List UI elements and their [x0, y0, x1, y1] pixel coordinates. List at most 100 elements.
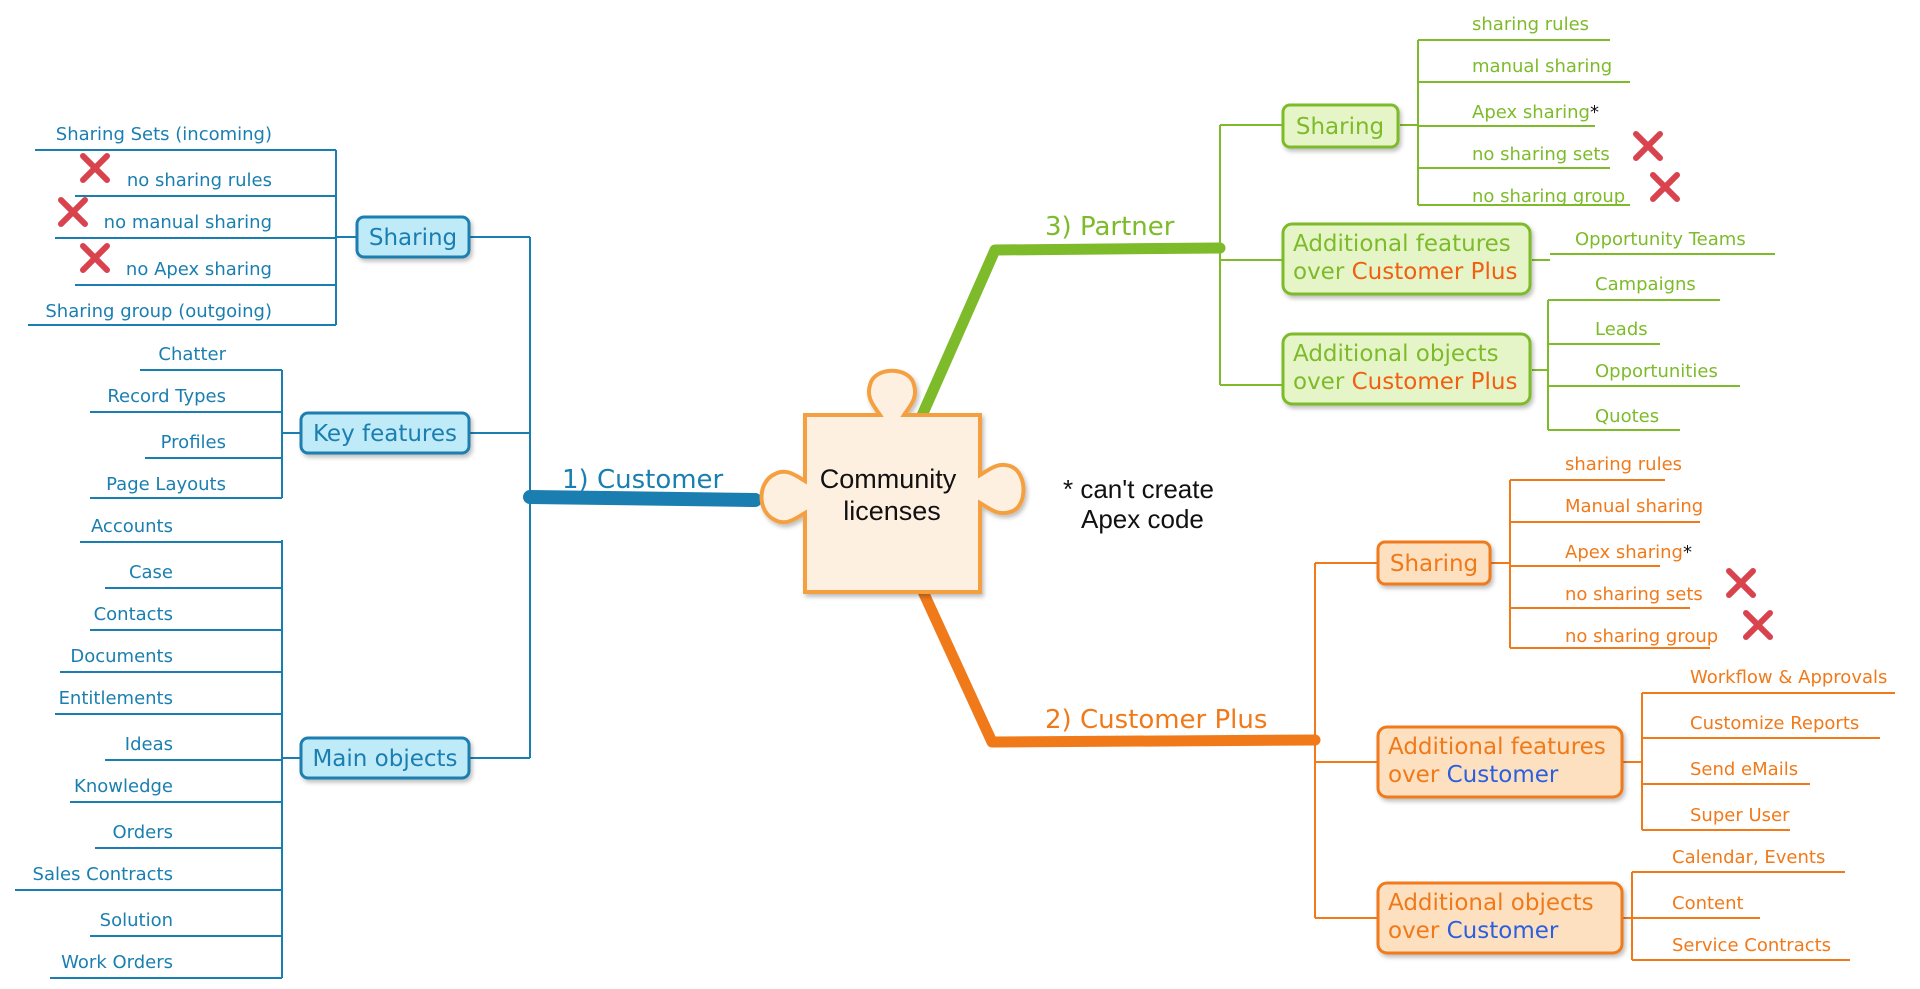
- leaf-item[interactable]: Apex sharing*: [1510, 542, 1692, 567]
- partner-features-leaves: Opportunity Teams: [1550, 229, 1775, 255]
- leaf-item[interactable]: Service Contracts: [1632, 935, 1850, 961]
- customer-key-features-topic[interactable]: Key features: [299, 411, 471, 455]
- leaf-item[interactable]: Record Types: [90, 386, 282, 413]
- leaf-item[interactable]: no sharing sets: [1418, 131, 1663, 169]
- partner-objects-topic[interactable]: Additional objects over Customer Plus: [1281, 332, 1532, 406]
- puzzle-piece-icon: [759, 368, 1026, 594]
- customer-sharing-topic[interactable]: Sharing: [355, 215, 471, 259]
- leaf-item-label: Chatter: [158, 344, 226, 365]
- partner-sharing-topic[interactable]: Sharing: [1281, 103, 1400, 149]
- leaf-item-label: no Apex sharing: [126, 259, 272, 280]
- leaf-item-label: Quotes: [1595, 406, 1659, 427]
- leaf-item[interactable]: Work Orders: [50, 952, 282, 979]
- leaf-item-label: Opportunities: [1595, 361, 1718, 382]
- customer-plus-features-topic-line2: over Customer: [1388, 762, 1559, 788]
- leaf-item[interactable]: Leads: [1548, 319, 1660, 345]
- leaf-item-label: manual sharing: [1472, 56, 1612, 77]
- asterisk-mark: *: [1683, 542, 1692, 563]
- leaf-item[interactable]: Accounts: [80, 516, 282, 543]
- customer-key-features-topic-label: Key features: [313, 421, 457, 447]
- customer-sharing-leaves: Sharing Sets (incoming)no sharing rulesn…: [28, 124, 336, 326]
- leaf-item-label: Profiles: [161, 432, 226, 453]
- leaf-item[interactable]: Orders: [95, 822, 282, 849]
- leaf-item[interactable]: Calendar, Events: [1632, 847, 1845, 873]
- leaf-item[interactable]: Quotes: [1548, 406, 1680, 431]
- partner-features-topic-line2: over Customer Plus: [1293, 259, 1517, 285]
- leaf-item-label: Contacts: [94, 604, 173, 625]
- customer-plus-subtree: [1314, 480, 1643, 960]
- leaf-item[interactable]: manual sharing: [1418, 56, 1630, 83]
- leaf-item[interactable]: Apex sharing*: [1418, 102, 1599, 127]
- leaf-item[interactable]: Super User: [1642, 805, 1790, 831]
- leaf-item[interactable]: Documents: [60, 646, 282, 673]
- cross-icon: [1726, 568, 1756, 598]
- leaf-item[interactable]: Opportunity Teams: [1550, 229, 1775, 255]
- leaf-item[interactable]: Profiles: [145, 432, 282, 459]
- leaf-item[interactable]: Sales Contracts: [15, 864, 282, 891]
- leaf-item[interactable]: Sharing Sets (incoming): [35, 124, 336, 151]
- customer-plus-objects-topic-line2: over Customer: [1388, 918, 1559, 944]
- leaf-item-label: Case: [129, 562, 173, 583]
- partner-features-topic[interactable]: Additional features over Customer Plus: [1281, 222, 1532, 296]
- leaf-item[interactable]: Sharing group (outgoing): [28, 301, 336, 326]
- leaf-item[interactable]: Send eMails: [1642, 759, 1810, 785]
- leaf-item-label: Content: [1672, 893, 1744, 914]
- partner-objects-topic-line2: over Customer Plus: [1293, 369, 1517, 395]
- leaf-item[interactable]: Opportunities: [1548, 361, 1740, 387]
- leaf-item[interactable]: no sharing rules: [75, 153, 336, 197]
- customer-plus-sharing-topic[interactable]: Sharing: [1376, 540, 1492, 586]
- leaf-item[interactable]: sharing rules: [1418, 14, 1610, 41]
- leaf-item-label: no sharing group: [1565, 626, 1718, 647]
- leaf-item[interactable]: Workflow & Approvals: [1642, 667, 1895, 694]
- central-topic-line2: licenses: [843, 496, 941, 526]
- leaf-item[interactable]: Manual sharing: [1510, 496, 1703, 523]
- leaf-item[interactable]: Entitlements: [55, 688, 282, 715]
- partner-features-topic-line1: Additional features: [1293, 231, 1511, 257]
- cross-icon: [80, 153, 110, 183]
- leaf-item[interactable]: Campaigns: [1548, 274, 1720, 301]
- customer-plus-features-topic[interactable]: Additional features over Customer: [1376, 725, 1624, 799]
- leaf-item-label: Orders: [112, 822, 173, 843]
- leaf-item[interactable]: Chatter: [140, 344, 282, 371]
- leaf-item-label: Campaigns: [1595, 274, 1696, 295]
- customer-plus-branch-connector: [914, 579, 1321, 748]
- leaf-item[interactable]: Customize Reports: [1642, 713, 1880, 739]
- note-line2: Apex code: [1081, 504, 1204, 534]
- leaf-item-label: Work Orders: [61, 952, 173, 973]
- customer-branch-label: 1) Customer: [562, 465, 724, 495]
- leaf-item[interactable]: Solution: [90, 910, 282, 937]
- leaf-item[interactable]: Contacts: [90, 604, 282, 631]
- customer-main-objects-topic[interactable]: Main objects: [299, 736, 471, 780]
- leaf-item[interactable]: Content: [1632, 893, 1760, 919]
- customer-plus-branch-label: 2) Customer Plus: [1045, 705, 1267, 735]
- customer-main-objects-leaves: AccountsCaseContactsDocumentsEntitlement…: [15, 516, 282, 979]
- partner-branch-connector: [914, 242, 1226, 426]
- leaf-item-label: Sales Contracts: [33, 864, 173, 885]
- partner-objects-topic-line1: Additional objects: [1293, 341, 1499, 367]
- leaf-item[interactable]: no Apex sharing: [75, 243, 336, 286]
- central-topic[interactable]: [759, 368, 1026, 594]
- leaf-item[interactable]: Ideas: [105, 734, 282, 761]
- leaf-item-label: Accounts: [91, 516, 173, 537]
- leaf-item[interactable]: no manual sharing: [55, 197, 336, 239]
- leaf-item-label: no sharing sets: [1472, 144, 1610, 165]
- leaf-item[interactable]: no sharing group: [1418, 172, 1680, 207]
- leaf-item[interactable]: Page Layouts: [90, 474, 282, 499]
- customer-sharing-topic-label: Sharing: [369, 225, 457, 251]
- leaf-item-label: Ideas: [125, 734, 173, 755]
- cross-icon: [1743, 610, 1773, 640]
- customer-plus-objects-topic-line1: Additional objects: [1388, 890, 1594, 916]
- customer-plus-objects-topic[interactable]: Additional objects over Customer: [1376, 881, 1624, 955]
- leaf-item[interactable]: Knowledge: [70, 776, 282, 803]
- leaf-item-label: Manual sharing: [1565, 496, 1703, 517]
- leaf-item[interactable]: no sharing group: [1510, 610, 1773, 649]
- leaf-item-label: Record Types: [107, 386, 226, 407]
- leaf-item[interactable]: no sharing sets: [1510, 568, 1756, 609]
- emphasis-customer-plus: Customer Plus: [1352, 369, 1518, 395]
- leaf-item[interactable]: sharing rules: [1510, 454, 1682, 481]
- leaf-item[interactable]: Case: [105, 562, 282, 589]
- leaf-item-label: Knowledge: [74, 776, 173, 797]
